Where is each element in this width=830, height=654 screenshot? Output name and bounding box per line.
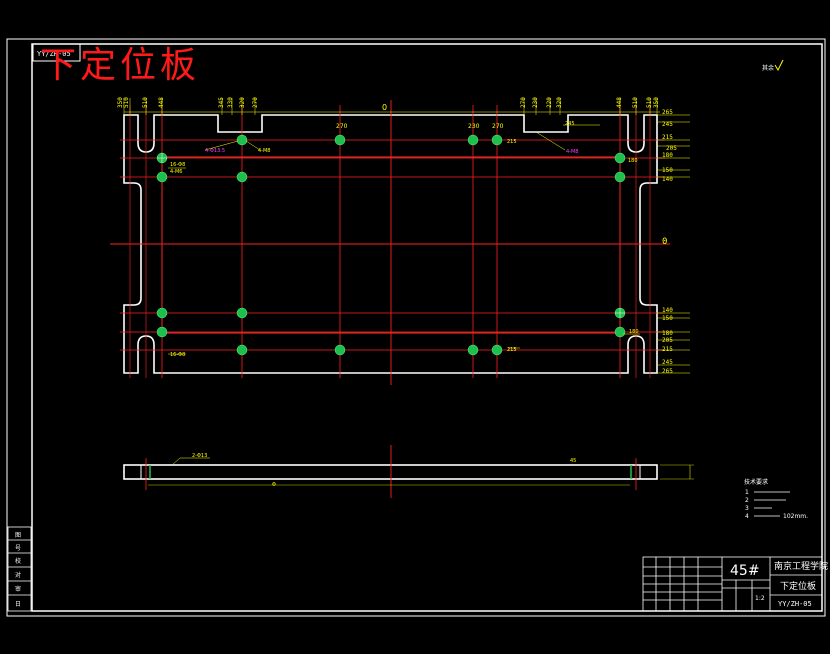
roughness-icon — [774, 59, 784, 72]
tech-notes: 技术要求 1 2 3 4 102mm. — [744, 478, 808, 520]
right-dim: 215 — [662, 134, 673, 141]
right-dim: 140 — [662, 307, 673, 314]
dim-label: 245 — [565, 121, 575, 127]
outer-frame — [6, 38, 826, 617]
right-dim-zero: 0 — [662, 237, 667, 247]
mid-dim-label: 230 — [468, 123, 480, 130]
drawing-code: YY/ZH-05 — [778, 600, 812, 608]
side-length-label: Φ — [272, 482, 276, 488]
scale-label: 1:2 — [755, 595, 765, 602]
top-dim: 510 — [142, 97, 149, 108]
top-dim: 270 — [520, 97, 527, 108]
dim-label: 180 — [629, 329, 639, 335]
top-dim: 345 — [218, 97, 225, 108]
surface-mark-text: 其余 — [762, 64, 774, 72]
tech-note-item: 1 — [745, 489, 749, 496]
mid-dim-label: 270 — [336, 123, 348, 130]
right-dim: 265 — [662, 368, 673, 375]
mid-dim-label: 270 — [492, 123, 504, 130]
top-dim: 510 — [123, 97, 130, 108]
top-dim: 350 — [117, 97, 124, 108]
tech-notes-header: 技术要求 — [744, 478, 768, 486]
school-name: 南京工程学院 — [774, 560, 828, 572]
left-strip — [7, 526, 32, 612]
top-dim: 448 — [616, 97, 623, 108]
center-mark: 0 — [382, 103, 387, 112]
tech-note-item: 3 — [745, 505, 749, 512]
code-box — [32, 43, 81, 62]
right-dim: 245 — [662, 121, 673, 128]
dim-label: 215 — [507, 347, 517, 353]
title-block — [642, 556, 823, 612]
strip-label: 号 — [15, 545, 21, 552]
material-label: 45# — [730, 563, 760, 579]
hole-callout: 16-Φ8 — [170, 352, 185, 358]
tech-note-item: 2 — [745, 497, 749, 504]
side-view — [123, 445, 694, 498]
right-dim: 215 — [662, 346, 673, 353]
right-dim: 150 — [662, 167, 673, 174]
strip-label: 日 — [15, 601, 21, 608]
right-dim: 205 — [666, 145, 677, 152]
right-dim: 245 — [662, 359, 673, 366]
strip-label: 审 — [15, 585, 21, 593]
right-dim: 150 — [662, 315, 673, 322]
right-dim: 205 — [662, 337, 673, 344]
top-dim: 270 — [252, 97, 259, 108]
top-dim: 448 — [158, 97, 165, 108]
top-code-text: YY/ZH-05 — [37, 50, 71, 58]
top-dim: 350 — [653, 97, 660, 108]
top-dim: 510 — [646, 97, 653, 108]
tech-note-tail: 102mm. — [783, 513, 808, 520]
top-dim: 510 — [632, 97, 639, 108]
top-dim: 320 — [556, 97, 563, 108]
top-dim: 330 — [227, 97, 234, 108]
side-callout: 2-Φ13 — [192, 453, 207, 459]
strip-label: 图 — [15, 532, 21, 539]
hole-callout: 16-Φ8 — [170, 162, 185, 168]
top-dim: 230 — [532, 97, 539, 108]
plan-view: 350 510 510 448 345 330 320 270 270 230 … — [110, 97, 690, 385]
strip-label: 校 — [15, 557, 21, 565]
hole-callout: 4-M6 — [170, 169, 182, 175]
inner-frame — [31, 43, 823, 612]
drawing-title-overlay: 下定位板 — [40, 45, 201, 86]
right-dim: 180 — [662, 152, 673, 159]
dim-label: 215 — [507, 139, 517, 145]
hole-callout-magenta: 4-Φ13.5 — [205, 148, 225, 154]
right-dim: 265 — [662, 109, 673, 116]
tech-note-item: 4 — [745, 513, 749, 520]
top-dim: 320 — [239, 97, 246, 108]
right-dim: 140 — [662, 176, 673, 183]
hole-callout: 4-M8 — [258, 148, 270, 154]
right-dim: 180 — [662, 330, 673, 337]
dim-label: 180 — [628, 158, 638, 164]
top-dim: 220 — [546, 97, 553, 108]
side-thickness-label: 45 — [570, 458, 576, 464]
hole-callout-magenta: 4-M8 — [566, 149, 578, 155]
part-name: 下定位板 — [780, 580, 816, 592]
strip-label: 对 — [15, 571, 21, 579]
